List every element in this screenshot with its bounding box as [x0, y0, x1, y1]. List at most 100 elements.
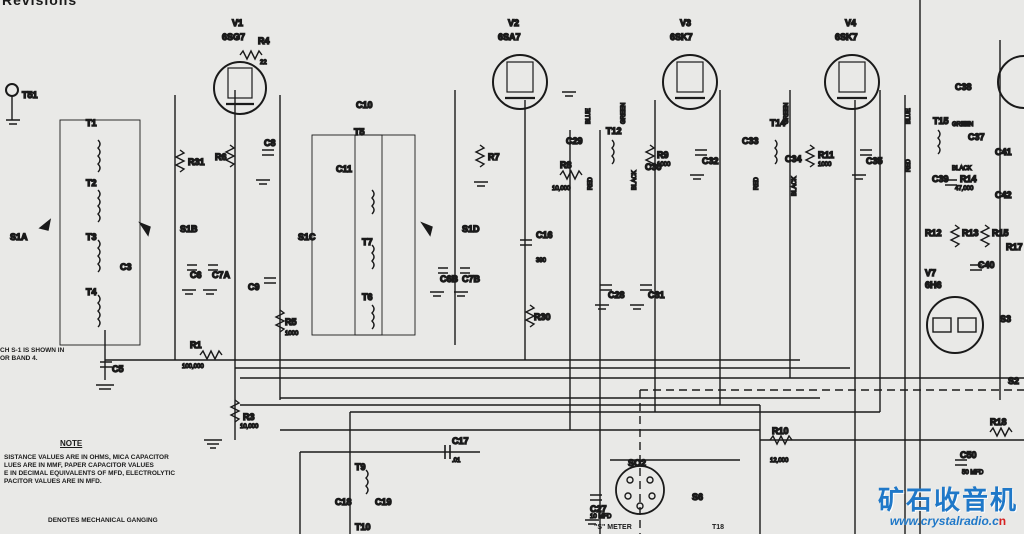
note-line-1: SISTANCE VALUES ARE IN OHMS, MICA CAPACI…	[4, 454, 169, 461]
t15-blue-wire: BLUE	[906, 108, 912, 124]
v2-type: 6SA7	[498, 32, 521, 42]
r1-value: 100,000	[182, 364, 204, 370]
t5-coil	[371, 189, 375, 215]
t18-label: T18	[712, 524, 725, 531]
t14-green-wire: GREEN	[784, 103, 790, 124]
c8-label: C8	[264, 138, 276, 148]
c32-label: C32	[702, 156, 719, 166]
t4-label: T4	[86, 287, 97, 297]
c35-label: C35	[866, 156, 883, 166]
r3-resistor	[229, 399, 241, 423]
ganging-legend: DENOTES MECHANICAL GANGING	[48, 517, 158, 524]
r4-resistor	[239, 49, 263, 61]
c33-label: C33	[742, 136, 759, 146]
note-block: NOTE SISTANCE VALUES ARE IN OHMS, MICA C…	[4, 440, 244, 486]
tube-v2	[492, 54, 548, 110]
note-heading: NOTE	[60, 439, 83, 448]
r15-resistor	[979, 224, 991, 248]
r4-value: 22	[260, 60, 267, 66]
t12-green-wire: GREEN	[621, 103, 627, 124]
t15-label: T15	[933, 116, 949, 126]
c5-label: C5	[112, 364, 124, 374]
c40-label: C40	[978, 260, 995, 270]
r10-value: 12,000	[770, 458, 789, 464]
c27-label: C27	[590, 504, 607, 514]
band-note-line-1: CH S-1 IS SHOWN IN	[0, 347, 65, 354]
watermark-url-end: n	[998, 514, 1007, 528]
t15-coil	[937, 129, 941, 155]
t7-coil	[371, 244, 375, 270]
r10-resistor	[769, 434, 793, 446]
r12-label: R12	[925, 228, 942, 238]
c27-value: 10 MFD	[590, 514, 612, 520]
t15-red-wire: RED	[906, 159, 912, 172]
t14-black-wire: BLACK	[792, 176, 798, 196]
r15-label: R15	[992, 228, 1009, 238]
watermark: 矿石收音机 www.crystalradio.cn	[878, 486, 1018, 528]
t12-label: T12	[606, 126, 622, 136]
r9-value: 1000	[657, 162, 671, 168]
r6-resistor	[224, 144, 236, 168]
c30-label: C30	[645, 162, 662, 172]
c42-label: C42	[995, 190, 1012, 200]
r14-label: R14	[960, 174, 977, 184]
r14-value: 47,000	[955, 186, 974, 192]
t6-label: T6	[362, 292, 373, 302]
revisions-heading: Revisions	[2, 0, 78, 8]
r5-resistor	[274, 309, 286, 333]
c6b-label: C6B	[440, 274, 459, 284]
r9-label: R9	[657, 150, 669, 160]
r1-label: R1	[190, 340, 202, 350]
v7-ref: V7	[925, 268, 936, 278]
c28-label: C28	[608, 290, 625, 300]
v7-type: 6H6	[925, 280, 942, 290]
r18-label: R18	[990, 417, 1007, 427]
s1a-label: S1A	[10, 232, 28, 242]
band-coils-1	[59, 119, 141, 346]
t15-black-wire: BLACK	[952, 166, 972, 172]
tube-v4	[824, 54, 880, 110]
r9-resistor	[644, 144, 656, 168]
r8-resistor	[559, 169, 583, 181]
band-note-line-2: OR BAND 4.	[0, 355, 38, 362]
band-note: CH S-1 IS SHOWN IN OR BAND 4.	[0, 347, 64, 363]
t14-coil	[774, 139, 778, 165]
s1b-label: S1B	[180, 224, 198, 234]
v3-type: 6SK7	[670, 32, 693, 42]
r30-label: R30	[534, 312, 551, 322]
t1-label: T1	[86, 118, 97, 128]
c10-label: C10	[356, 100, 373, 110]
band-coils-3	[354, 134, 416, 336]
r5-value: 1000	[285, 331, 299, 337]
t3-label: T3	[86, 232, 97, 242]
c37-label: C37	[968, 132, 985, 142]
so2-socket	[615, 465, 665, 515]
c50-label: C50	[960, 450, 977, 460]
r10-label: R10	[772, 426, 789, 436]
c17-label: C17	[452, 436, 469, 446]
c9-label: C9	[248, 282, 260, 292]
watermark-chinese: 矿石收音机	[877, 485, 1018, 515]
t12-black-wire: BLACK	[632, 170, 638, 190]
note-line-4: PACITOR VALUES ARE IN MFD.	[4, 478, 102, 485]
t12-red-wire: RED	[588, 177, 594, 190]
c16-value: 390	[536, 258, 547, 264]
t15-green-wire: GREEN	[952, 122, 973, 128]
t14-label: T14	[770, 118, 786, 128]
r3-label: R3	[243, 412, 255, 422]
capacitor-set	[100, 149, 982, 501]
c31-label: C31	[648, 290, 665, 300]
s1a-pointer	[38, 218, 52, 231]
r6-label: R6	[215, 152, 227, 162]
t12-coil	[611, 139, 615, 165]
c17-value: .01	[452, 458, 461, 464]
r4-label: R4	[258, 36, 270, 46]
tube-v5-partial	[997, 55, 1024, 109]
r3-value: 10,000	[240, 424, 259, 430]
r7-label: R7	[488, 152, 500, 162]
c11-label: C11	[336, 164, 352, 174]
band-coils-2	[311, 134, 383, 336]
r18-resistor	[989, 426, 1013, 438]
ground-symbols	[6, 91, 866, 525]
